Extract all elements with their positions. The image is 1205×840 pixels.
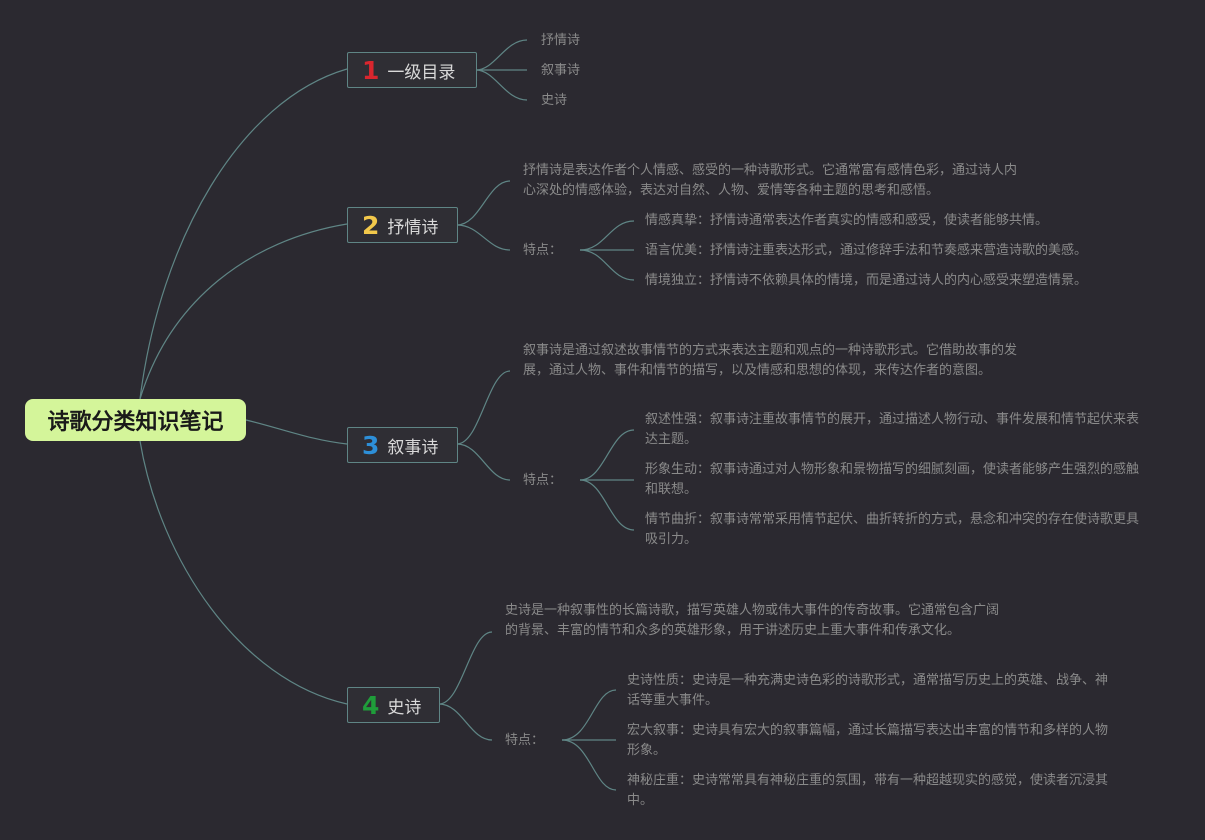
link-root-topic2 bbox=[139, 223, 348, 400]
topic-title: 抒情诗 bbox=[387, 217, 439, 238]
topic-title: 史诗 bbox=[387, 697, 422, 718]
subtopic-narrative[interactable]: 叙事诗 bbox=[541, 63, 581, 78]
topic2-feature-3: 情境独立：抒情诗不依赖具体的情境，而是通过诗人的内心感受来塑造情景。 bbox=[645, 273, 1088, 288]
link-t4-desc bbox=[438, 631, 493, 705]
topic4-feature-label: 特点： bbox=[505, 733, 545, 748]
topic4-feature-3: 神秘庄重：史诗常常具有神秘庄重的氛围，带有一种超越现实的感觉，使读者沉浸其中。 bbox=[627, 773, 1109, 808]
topic-3[interactable]: 3 叙事诗 bbox=[347, 427, 458, 463]
topic2-feature-1: 情感真挚：抒情诗通常表达作者真实的情感和感受，使读者能够共情。 bbox=[645, 213, 1049, 228]
link-t4-f1 bbox=[561, 689, 617, 741]
topic2-feature-label: 特点： bbox=[523, 243, 563, 258]
topic-4[interactable]: 4 史诗 bbox=[347, 687, 440, 723]
topic4-description: 史诗是一种叙事性的长篇诗歌，描写英雄人物或伟大事件的传奇故事。它通常包含广阔的背… bbox=[505, 603, 1000, 638]
link-t2-f1 bbox=[579, 220, 635, 251]
link-t3-f3 bbox=[579, 479, 635, 531]
link-t2-feat bbox=[456, 224, 511, 251]
link-t3-desc bbox=[456, 370, 511, 445]
topic4-feature-1: 史诗性质：史诗是一种充满史诗色彩的诗歌形式，通常描写历史上的英雄、战争、神话等重… bbox=[627, 673, 1109, 708]
topic3-description: 叙事诗是通过叙述故事情节的方式来表达主题和观点的一种诗歌形式。它借助故事的发展，… bbox=[523, 343, 1018, 378]
subtopic-epic[interactable]: 史诗 bbox=[541, 93, 568, 108]
link-t3-f1 bbox=[579, 429, 635, 481]
link-root-topic1 bbox=[139, 68, 348, 400]
topic-1[interactable]: 1 一级目录 bbox=[347, 52, 477, 88]
topic-number: 2 bbox=[362, 210, 380, 240]
topic-number: 1 bbox=[362, 55, 380, 85]
topic3-feature-label: 特点： bbox=[523, 473, 563, 488]
link-root-topic3 bbox=[245, 419, 348, 445]
link-t4-feat bbox=[438, 703, 493, 741]
topic4-feature-2: 宏大叙事：史诗具有宏大的叙事篇幅，通过长篇描写表达出丰富的情节和多样的人物形象。 bbox=[627, 723, 1109, 758]
topic2-description: 抒情诗是表达作者个人情感、感受的一种诗歌形式。它通常富有感情色彩，通过诗人内心深… bbox=[523, 163, 1018, 198]
topic3-feature-2: 形象生动：叙事诗通过对人物形象和景物描写的细腻刻画，使读者能够产生强烈的感触和联… bbox=[645, 462, 1140, 497]
topic-title: 一级目录 bbox=[387, 62, 456, 83]
link-root-topic4 bbox=[139, 440, 348, 705]
link-t1-c1 bbox=[475, 39, 528, 71]
link-t1-c3 bbox=[475, 69, 528, 101]
topic-number: 4 bbox=[362, 690, 380, 720]
subtopic-lyric[interactable]: 抒情诗 bbox=[541, 33, 581, 48]
link-t2-f3 bbox=[579, 249, 635, 281]
topic-number: 3 bbox=[362, 430, 380, 460]
topic3-feature-3: 情节曲折：叙事诗常常采用情节起伏、曲折转折的方式，悬念和冲突的存在使诗歌更具吸引… bbox=[645, 512, 1140, 547]
topic2-feature-2: 语言优美：抒情诗注重表达形式，通过修辞手法和节奏感来营造诗歌的美感。 bbox=[645, 243, 1088, 258]
topic-2[interactable]: 2 抒情诗 bbox=[347, 207, 458, 243]
link-t2-desc bbox=[456, 180, 511, 226]
link-t4-f3 bbox=[561, 739, 617, 791]
topic3-feature-1: 叙述性强：叙事诗注重故事情节的展开，通过描述人物行动、事件发展和情节起伏来表达主… bbox=[645, 412, 1140, 447]
root-title: 诗歌分类知识笔记 bbox=[47, 410, 224, 435]
topic-title: 叙事诗 bbox=[387, 437, 439, 458]
root-topic[interactable]: 诗歌分类知识笔记 bbox=[25, 399, 246, 441]
link-t3-feat bbox=[456, 443, 511, 481]
